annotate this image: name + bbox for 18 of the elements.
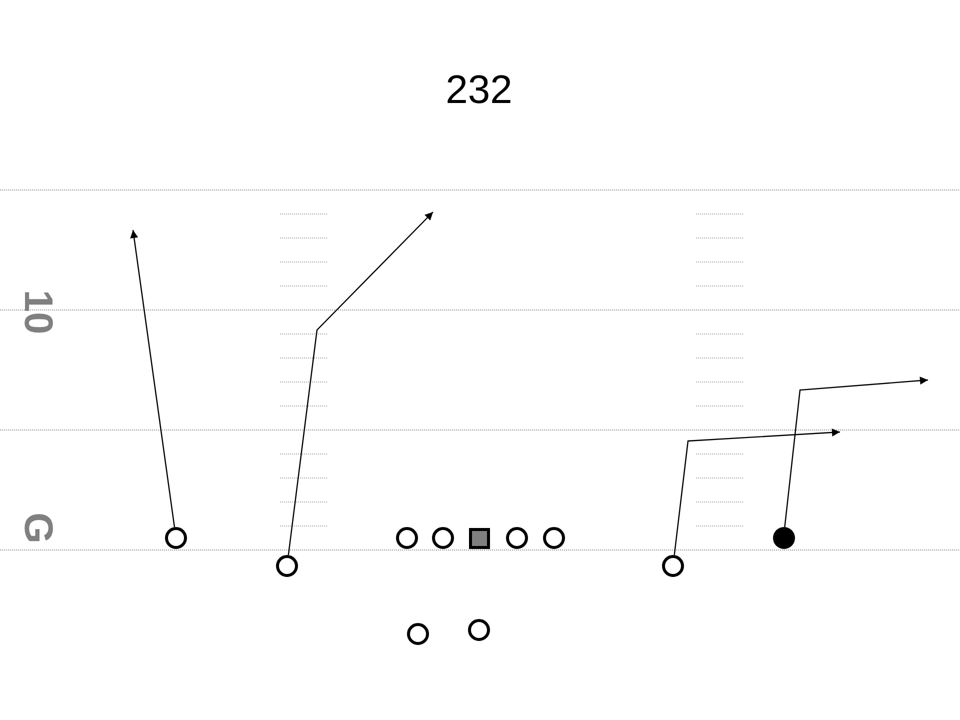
field-marking-text: G xyxy=(22,512,54,544)
player-circle xyxy=(276,555,298,577)
route-arrow xyxy=(288,212,434,556)
field-marking-text: 10 xyxy=(22,290,54,334)
player-circle xyxy=(432,527,454,549)
player-circle xyxy=(662,555,684,577)
player-square xyxy=(468,528,490,548)
player-circle xyxy=(406,622,428,644)
route-arrow xyxy=(674,428,840,556)
play-title: 232 xyxy=(446,70,512,110)
player-circle xyxy=(468,619,490,641)
filled-player-circle xyxy=(772,527,794,549)
player-circle xyxy=(396,527,418,549)
player-circle xyxy=(506,527,528,549)
route-arrow xyxy=(784,376,928,528)
player-circle xyxy=(165,527,187,549)
player-circle xyxy=(542,527,564,549)
route-arrow xyxy=(130,230,176,528)
